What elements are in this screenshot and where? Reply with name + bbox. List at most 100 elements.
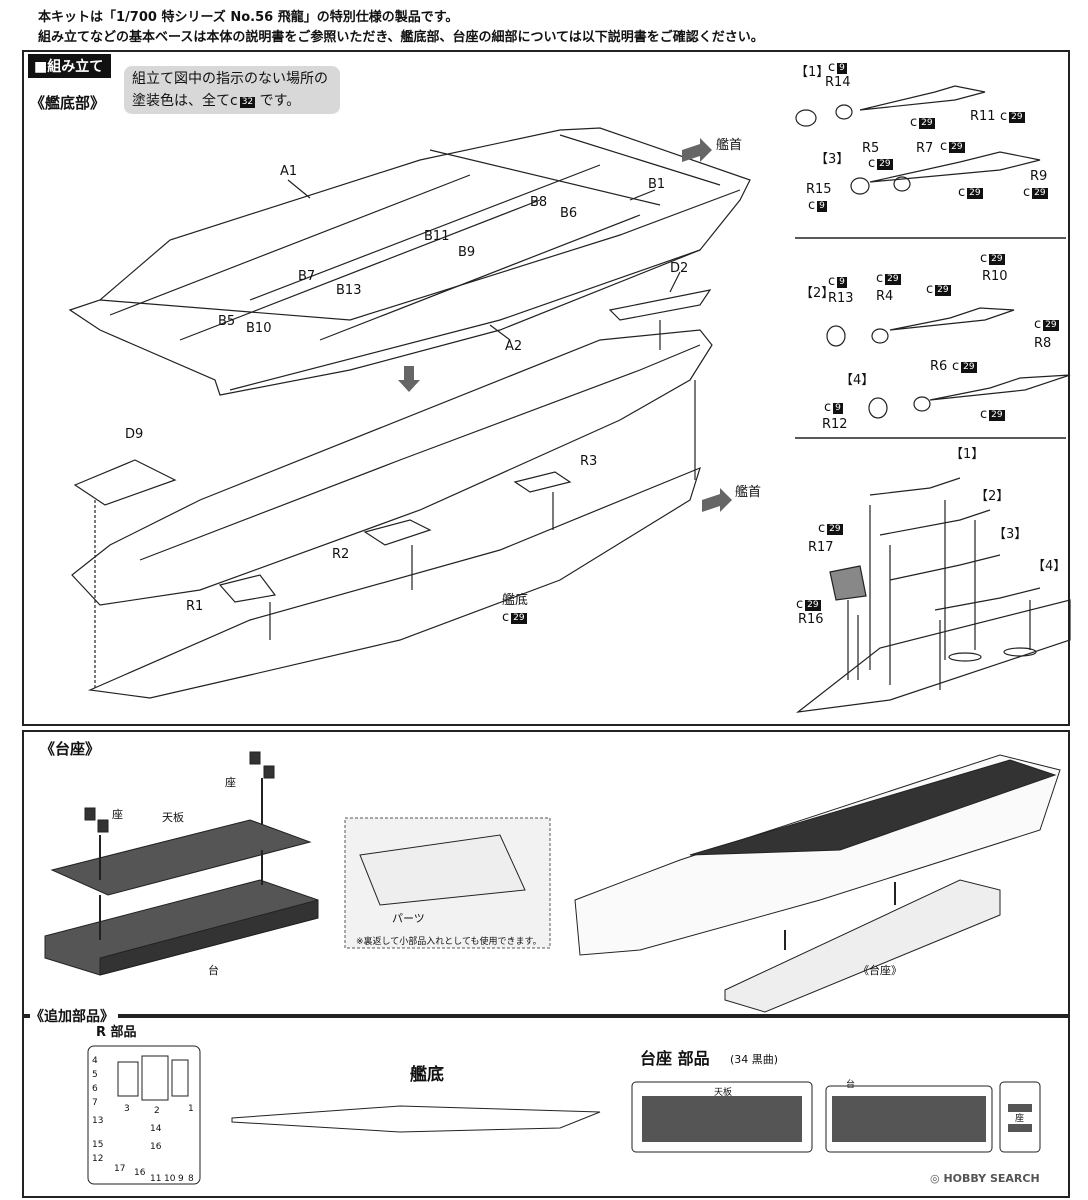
part-R1: R1 [186,599,204,614]
stand-caption: 《台座》 [858,964,902,977]
r8-c: c [1034,317,1042,332]
lower-group-3: 【3】 [993,527,1028,542]
stand-parts-title: 台座 部品 [640,1049,710,1068]
r8-badge: 29 [1043,320,1059,331]
header-line-1: 本キットは「1/700 特シリーズ No.56 飛龍」の特別仕様の製品です。 [38,10,459,25]
part-R9: R9 [1030,169,1048,184]
part-R16: R16 [798,612,824,627]
runner-num-2: 2 [154,1106,160,1116]
r15-badge: 9 [817,201,827,212]
runner-num-13: 13 [92,1116,104,1126]
hull-label: 艦底 [502,593,529,608]
r4-c: c [876,271,884,286]
paint-color-badge: 32 [239,97,256,108]
runner-num-3: 3 [124,1104,130,1114]
part-A2: A2 [505,339,523,354]
parts-label: パーツ [392,912,425,925]
part-R8: R8 [1034,336,1052,351]
stand-section-title: 《台座》 [40,740,101,758]
r12-badge: 9 [833,403,843,414]
r-parts-title: R 部品 [96,1025,137,1040]
watermark-logo-icon: ◎ [930,1172,940,1185]
part-R7: R7 [916,141,934,156]
r11-badge: 29 [1009,112,1025,123]
part-B9: B9 [458,245,476,260]
r9-c: c [1023,185,1031,200]
r10-badge: 29 [989,254,1005,265]
part-R15: R15 [806,182,832,197]
extra-parts-frame [22,1016,1070,1198]
part-R5: R5 [862,141,880,156]
runner-num-17: 17 [114,1164,126,1174]
shaft2-c: c [926,282,934,297]
runner-num-14: 14 [150,1124,162,1134]
runner-num-16b: 16 [134,1168,146,1178]
extra-section-title: 《追加部品》 [30,1006,118,1026]
assembly-frame [22,50,1070,726]
r4-badge: 29 [885,274,901,285]
r6-c: c [952,359,960,374]
group-2-label: 【2】 [800,286,835,301]
r13-badge: 9 [837,277,847,288]
r16-c: c [796,597,804,612]
r11-c: c [1000,109,1008,124]
r10-c: c [980,251,988,266]
part-R11: R11 [970,109,996,124]
header-line-2: 組み立てなどの基本ベースは本体の説明書をご参照いただき、艦底部、台座の細部につい… [38,30,764,45]
shaft4-c: c [980,407,988,422]
shaft1-badge: 29 [919,118,935,129]
shaft3-c: c [958,185,966,200]
r7-badge: 29 [949,142,965,153]
dai-label: 台 [208,964,219,977]
paint-note-text: 塗装色は、全てc [132,93,238,109]
part-R12: R12 [822,417,848,432]
runner-num-8: 8 [188,1174,194,1184]
extra-dai-label: 台 [846,1080,856,1090]
runner-num-7: 7 [92,1098,98,1108]
shaft4-badge: 29 [989,410,1005,421]
part-B7: B7 [298,269,316,284]
hull-color-badge: 29 [511,613,527,624]
runner-num-10: 10 [164,1174,176,1184]
extra-za-label: 座 [1015,1114,1025,1124]
part-B1: B1 [648,177,666,192]
part-D2: D2 [670,261,689,276]
extra-tenban-label: 天板 [714,1088,733,1098]
runner-num-16: 16 [150,1142,162,1152]
runner-num-11: 11 [150,1174,162,1184]
paint-note-line-1: 組立て図中の指示のない場所の [132,71,328,87]
r5-badge: 29 [877,159,893,170]
r9-badge: 29 [1032,188,1048,199]
watermark: ◎ HOBBY SEARCH [930,1172,1040,1185]
part-D9: D9 [125,427,144,442]
part-R17: R17 [808,540,834,555]
hull-section-title: 《艦底部》 [30,94,106,112]
bow-label-mid: 艦首 [735,485,762,500]
part-B6: B6 [560,206,578,221]
lower-group-2: 【2】 [975,489,1010,504]
stand-frame [22,730,1070,1016]
r17-badge: 29 [827,524,843,535]
tenban-label: 天板 [162,811,184,824]
part-B10: B10 [246,321,272,336]
part-R13: R13 [828,291,854,306]
lower-group-4: 【4】 [1032,559,1067,574]
part-B5: B5 [218,314,236,329]
r15-c: c [808,198,816,213]
part-R14: R14 [825,75,851,90]
part-R10: R10 [982,269,1008,284]
